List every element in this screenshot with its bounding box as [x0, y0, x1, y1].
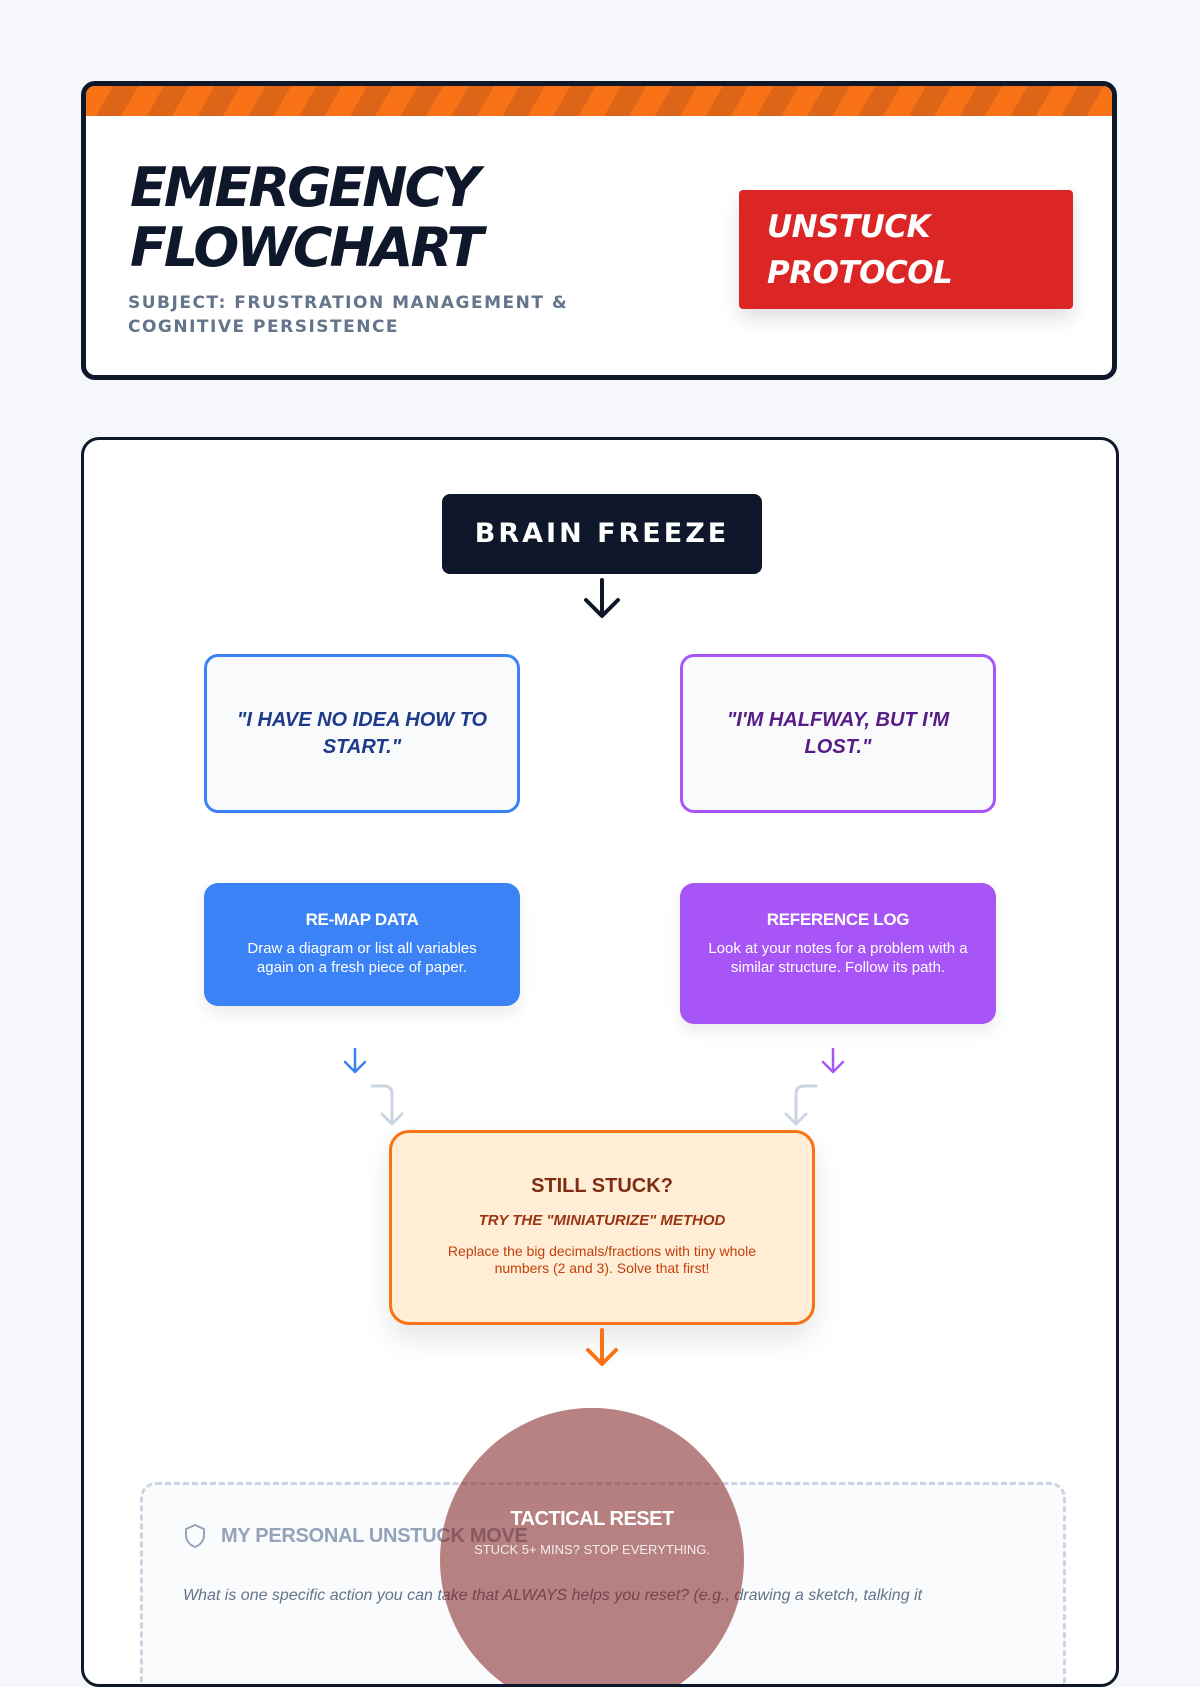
- action-desc: Look at your notes for a problem with a …: [708, 940, 968, 976]
- title-line-1: EMERGENCY: [130, 156, 480, 219]
- subject-line: SUBJECT: FRUSTRATION MANAGEMENT & COGNIT…: [128, 293, 569, 337]
- stuck-title: STILL STUCK?: [531, 1175, 673, 1197]
- connector-left: [370, 1084, 404, 1126]
- connector-right: [784, 1084, 818, 1126]
- still-stuck-node: STILL STUCK? TRY THE "MINIATURIZE" METHO…: [389, 1130, 815, 1325]
- badge-line-2: PROTOCOL: [767, 255, 953, 291]
- hazard-stripe: [86, 86, 1112, 116]
- shield-icon: [185, 1524, 205, 1548]
- reset-subtitle: STUCK 5+ MINS? STOP EVERYTHING.: [474, 1542, 710, 1557]
- branch-quote-lost: "I'M HALFWAY, BUT I'M LOST.": [680, 654, 996, 813]
- reset-title: TACTICAL RESET: [510, 1508, 674, 1530]
- action-title: RE-MAP DATA: [305, 910, 419, 929]
- title-line-2: FLOWCHART: [130, 216, 483, 279]
- arrow-down-icon: [821, 1047, 845, 1074]
- protocol-badge: UNSTUCK PROTOCOL: [739, 190, 1073, 309]
- arrow-down-icon: [586, 1328, 618, 1366]
- tactical-reset-text: TACTICAL RESET STUCK 5+ MINS? STOP EVERY…: [440, 1508, 744, 1557]
- stuck-method: TRY THE "MINIATURIZE" METHOD: [478, 1212, 726, 1229]
- action-title: REFERENCE LOG: [766, 910, 910, 929]
- action-reference-log: REFERENCE LOG Look at your notes for a p…: [680, 883, 996, 1024]
- badge-line-1: UNSTUCK: [767, 209, 931, 245]
- arrow-down-icon: [584, 578, 620, 618]
- arrow-down-icon: [343, 1047, 367, 1074]
- page-title: EMERGENCY FLOWCHART: [130, 156, 483, 279]
- flowchart-card: BRAIN FREEZE "I HAVE NO IDEA HOW TO STAR…: [81, 437, 1119, 1687]
- branch-quote-start: "I HAVE NO IDEA HOW TO START.": [204, 654, 520, 813]
- start-node: BRAIN FREEZE: [442, 494, 762, 574]
- action-desc: Draw a diagram or list all variables aga…: [247, 940, 477, 976]
- action-remap-data: RE-MAP DATA Draw a diagram or list all v…: [204, 883, 520, 1006]
- stuck-desc: Replace the big decimals/fractions with …: [447, 1243, 757, 1276]
- header-card: EMERGENCY FLOWCHART SUBJECT: FRUSTRATION…: [81, 81, 1117, 380]
